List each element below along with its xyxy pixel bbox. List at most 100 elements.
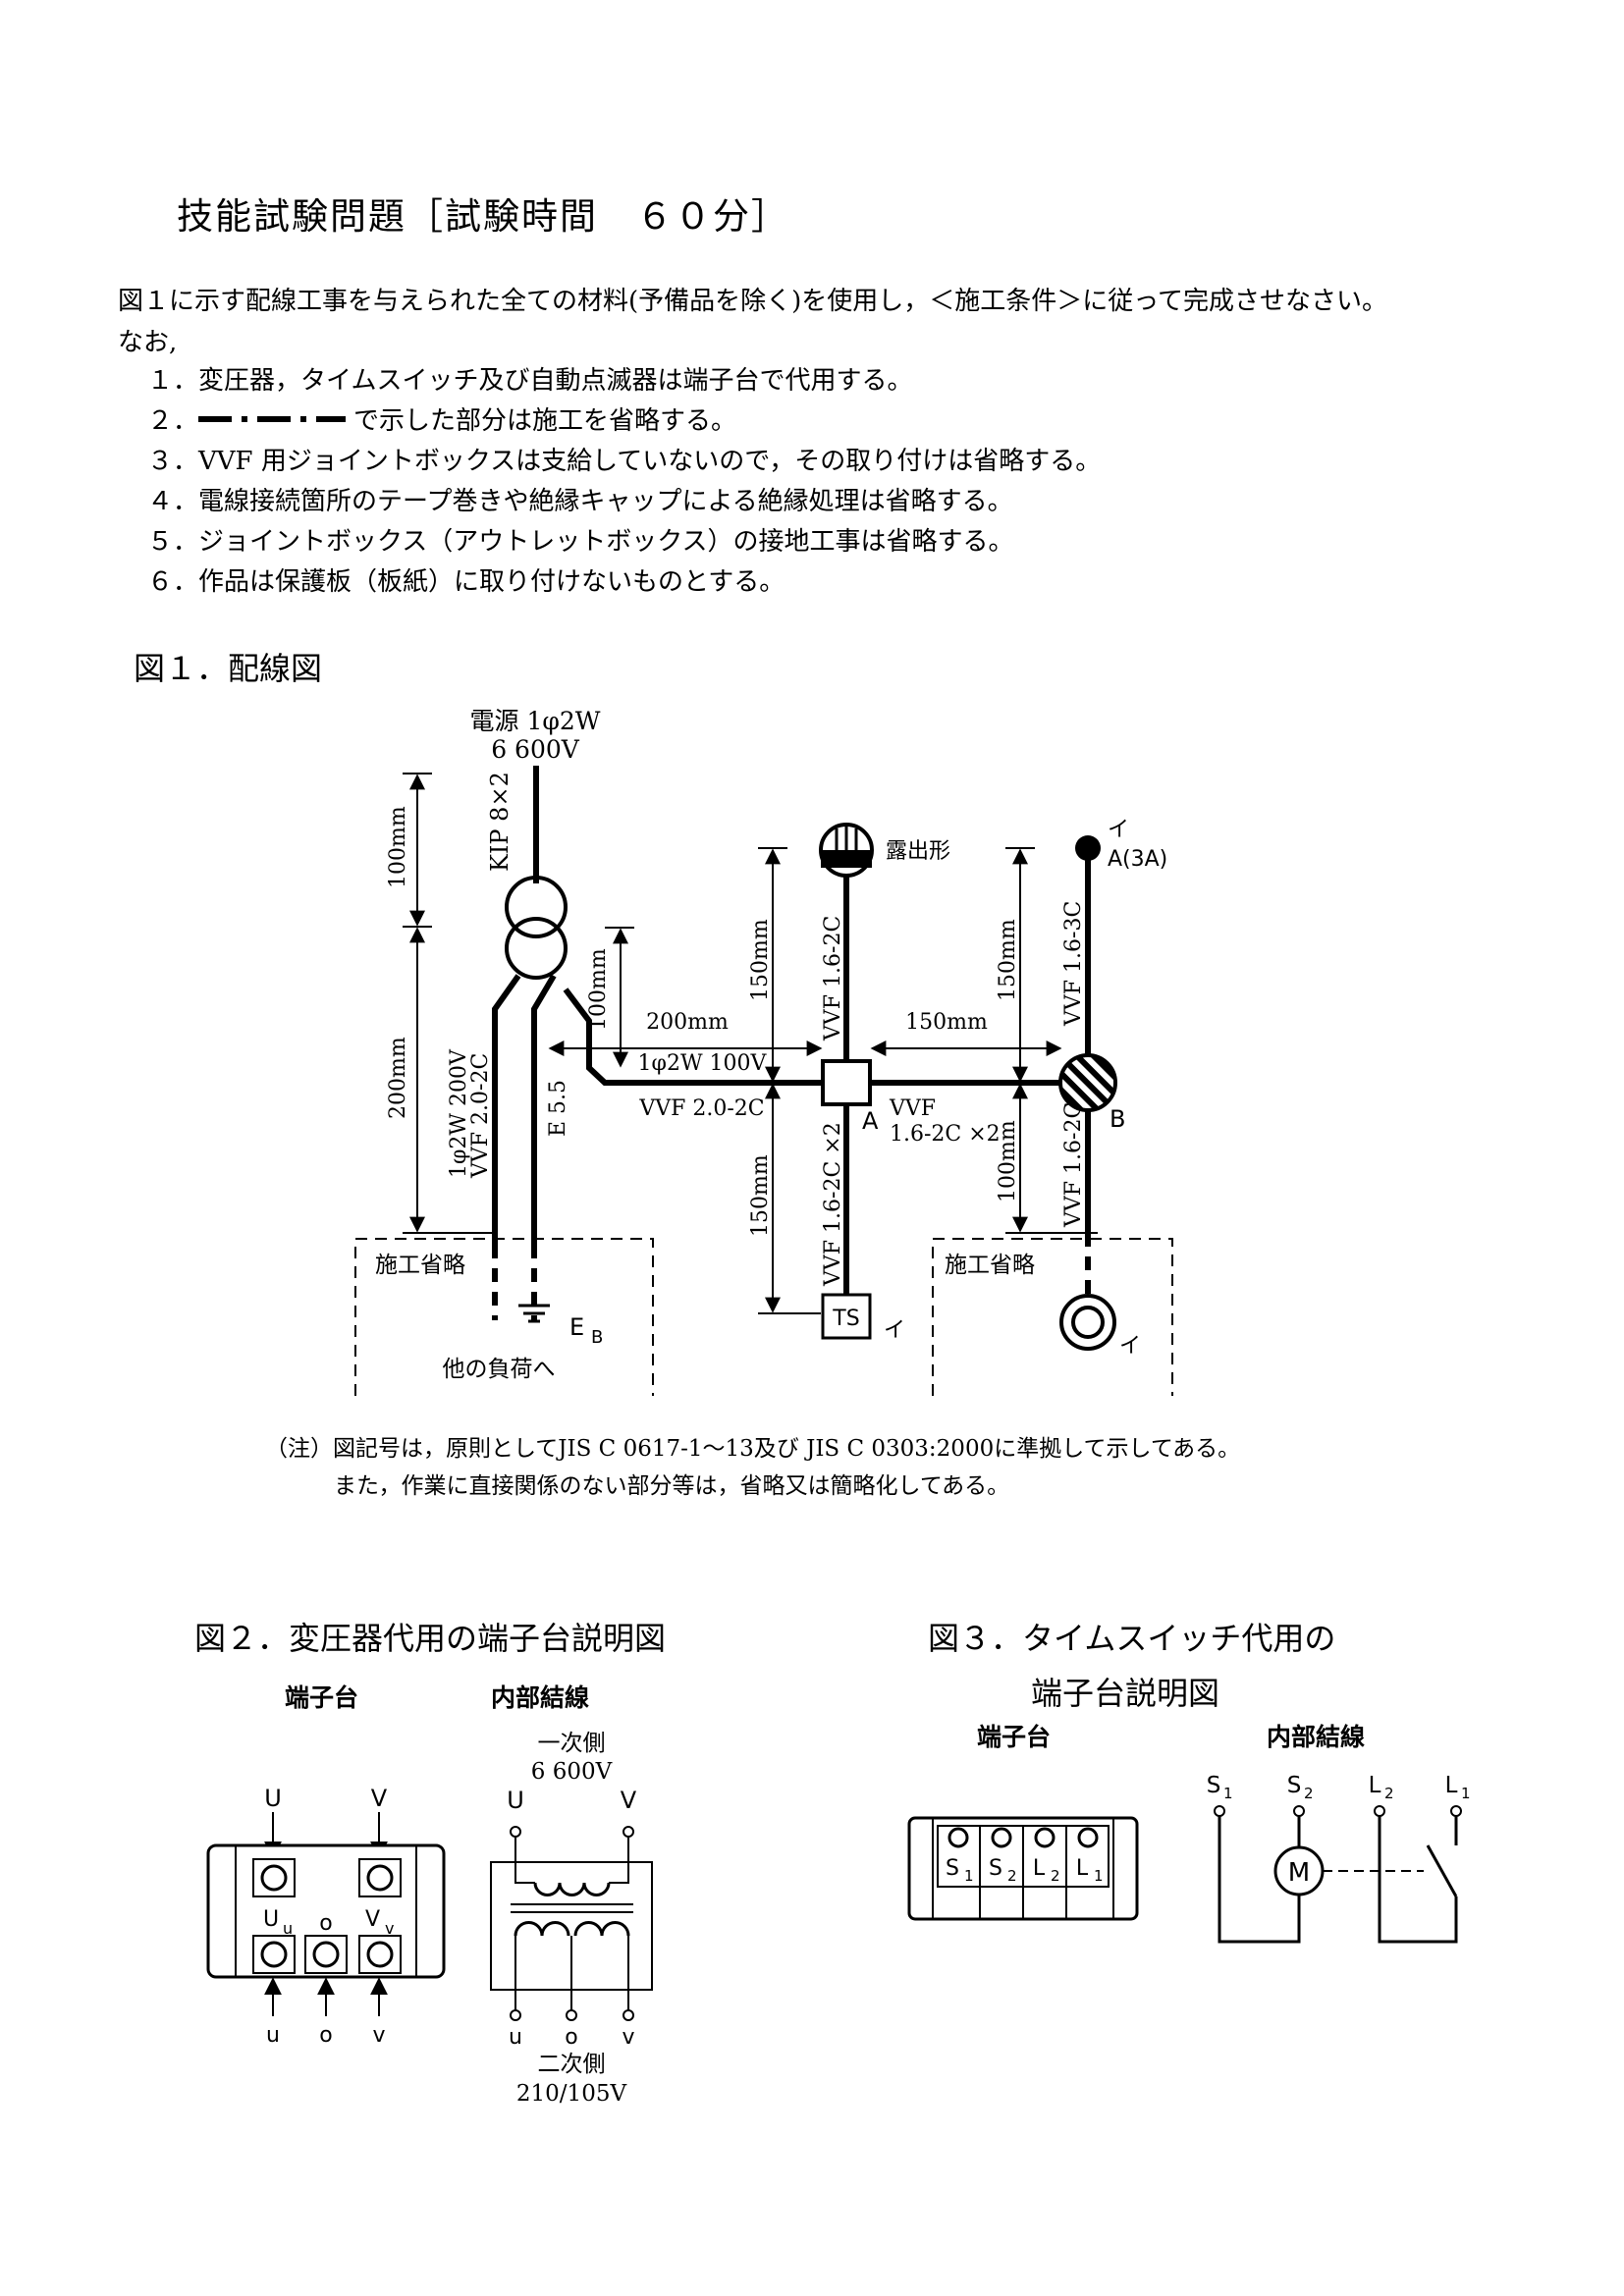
fig3-title-1: 図３．タイムスイッチ代用の bbox=[928, 1620, 1336, 1657]
condition-4: ４．電線接続箇所のテープ巻きや絶縁キャップによる絶縁処理は省略する。 bbox=[147, 487, 1013, 516]
omit-area-left bbox=[354, 1238, 654, 1396]
cable-down-b: VVF 1.6-2C bbox=[1061, 1102, 1086, 1228]
cable-200v-label-2: VVF 2.0-2C bbox=[468, 1053, 493, 1179]
fig2-v2: v bbox=[622, 2025, 634, 2050]
fig2-primary: 一次側 bbox=[538, 1731, 606, 1756]
fig2-Vv-main: V bbox=[365, 1907, 380, 1932]
cable-200v-2 bbox=[531, 974, 557, 1245]
cable-ab-1: VVF bbox=[889, 1096, 936, 1121]
cable-ab-left: VVF 2.0-2C bbox=[638, 1096, 764, 1121]
dash-dot-line-icon bbox=[198, 416, 347, 422]
fig2-title: 図２．変圧器代用の端子台説明図 bbox=[194, 1620, 667, 1657]
dim-150-up-a: 150mm bbox=[748, 919, 773, 1001]
label-b: B bbox=[1110, 1105, 1125, 1133]
condition-3: ３．VVF 用ジョイントボックスは支給していないので，その取り付けは省略する。 bbox=[147, 447, 1102, 476]
omit-right-label: 施工省略 bbox=[945, 1253, 1035, 1278]
terminal-screw-icon bbox=[1077, 1827, 1099, 1848]
terminal-screw-icon bbox=[260, 1864, 288, 1892]
fig2-v-bot: v bbox=[372, 2023, 385, 2048]
pilot-a3a: A(3A) bbox=[1108, 847, 1167, 872]
dim-100-mid: 100mm bbox=[586, 948, 611, 1031]
terminal-screw-icon bbox=[1034, 1827, 1056, 1848]
condition-2-text: で示した部分は施工を省略する。 bbox=[353, 406, 737, 436]
note-line-1: （注）図記号は，原則としてJIS C 0617-1～13及び JIS C 030… bbox=[265, 1436, 1240, 1462]
terminal-screw-icon bbox=[366, 1864, 394, 1892]
ground-label: E 5.5 bbox=[546, 1080, 570, 1137]
fig3-t2-main: S bbox=[989, 1856, 1002, 1881]
fig3-s1-sub: 1 bbox=[1223, 1785, 1233, 1802]
terminal-screw-icon bbox=[260, 1941, 288, 1968]
note-line-2: また，作業に直接関係のない部分等は，省略又は簡略化してある。 bbox=[334, 1473, 1009, 1499]
pilot-lamp-icon bbox=[1075, 835, 1101, 861]
dim-150-horiz: 150mm bbox=[905, 1010, 988, 1035]
power-label-1: 電源 1φ2W bbox=[470, 707, 601, 735]
dim-100-top: 100mm bbox=[386, 806, 410, 888]
terminal-diagrams: 端子台 内部結線 U V U u o V v u o v 一次側 6 600V … bbox=[206, 1683, 1471, 2107]
circuit-label: 1φ2W 100V bbox=[638, 1051, 768, 1076]
fig2-secondary-v: 210/105V bbox=[516, 2081, 627, 2107]
transformer-secondary-icon bbox=[505, 917, 568, 980]
fig3-s2-main: S bbox=[1287, 1773, 1302, 1798]
cable-down-a: VVF 1.6-2C ×2 bbox=[821, 1122, 845, 1287]
dim-200-horiz: 200mm bbox=[646, 1010, 729, 1035]
fig2-u-bot: u bbox=[266, 2023, 280, 2048]
cable-up-b: VVF 1.6-3C bbox=[1061, 901, 1086, 1027]
fig3-s1-main: S bbox=[1207, 1773, 1221, 1798]
fig2-primary-v: 6 600V bbox=[531, 1759, 613, 1785]
cable-100v-ab bbox=[563, 988, 823, 1086]
fig2-V: V bbox=[371, 1785, 388, 1812]
lamp-i: イ bbox=[1119, 1334, 1141, 1359]
dim-150-up-b: 150mm bbox=[996, 919, 1020, 1001]
label-a: A bbox=[862, 1107, 879, 1135]
fig3-t1-main: S bbox=[946, 1856, 959, 1881]
fig3-t1-sub: 1 bbox=[964, 1867, 974, 1885]
transformer-primary-icon bbox=[505, 876, 568, 938]
cable-200v-1 bbox=[492, 974, 521, 1245]
dim-100-down-b: 100mm bbox=[996, 1120, 1020, 1202]
ts-i: イ bbox=[884, 1318, 905, 1343]
dim-200-left: 200mm bbox=[386, 1037, 410, 1119]
cable-up-a: VVF 1.6-2C bbox=[821, 916, 845, 1041]
fig2-V2: V bbox=[621, 1787, 637, 1814]
condition-2-number: ２． bbox=[147, 406, 199, 436]
fig2-U2: U bbox=[507, 1787, 524, 1814]
fig3-l2-sub: 2 bbox=[1384, 1785, 1394, 1802]
conditions-list: １．変圧器，タイムスイッチ及び自動点滅器は端子台で代用する。 ２． で示した部分は… bbox=[147, 361, 1101, 603]
fig3-title-2: 端子台説明図 bbox=[1031, 1675, 1220, 1712]
fig2-col1: 端子台 bbox=[285, 1683, 358, 1712]
condition-2: ２． で示した部分は施工を省略する。 bbox=[147, 401, 1101, 442]
cable-ab-2: 1.6-2C ×2 bbox=[890, 1122, 1001, 1147]
primary-coil-icon bbox=[533, 1882, 611, 1896]
junction-box-a bbox=[821, 1059, 872, 1106]
fig2-Uu-main: U bbox=[263, 1907, 279, 1932]
fig3-col1: 端子台 bbox=[977, 1723, 1051, 1751]
page-title: 技能試験問題［試験時間 ６０分］ bbox=[177, 195, 789, 238]
eb-b: B bbox=[591, 1327, 603, 1348]
terminal-screw-icon bbox=[312, 1941, 340, 1968]
fig2-col2: 内部結線 bbox=[491, 1683, 589, 1712]
fig2-secondary: 二次側 bbox=[538, 2052, 606, 2077]
terminal-screw-icon bbox=[991, 1827, 1012, 1848]
fig1-title: 図１．配線図 bbox=[134, 650, 323, 687]
junction-box-b bbox=[1058, 1053, 1117, 1112]
fig2-Uu-sub: u bbox=[283, 1919, 293, 1938]
ts-label: TS bbox=[832, 1307, 859, 1331]
motor-label: M bbox=[1288, 1858, 1310, 1888]
terminal-screw-icon bbox=[947, 1827, 969, 1848]
fig3-t3-main: L bbox=[1033, 1856, 1046, 1881]
intro-line-2: なお, bbox=[118, 328, 178, 357]
lamp-label: 露出形 bbox=[886, 839, 950, 864]
fig2-o-mid: o bbox=[319, 1911, 332, 1936]
intro-line-1: 図１に示す配線工事を与えられた全ての材料(予備品を除く)を使用し，＜施工条件＞に… bbox=[118, 287, 1387, 316]
omit-left-label: 施工省略 bbox=[375, 1253, 465, 1278]
condition-1: １．変圧器，タイムスイッチ及び自動点滅器は端子台で代用する。 bbox=[147, 366, 913, 396]
pilot-i: イ bbox=[1108, 818, 1129, 842]
fig3-t2-sub: 2 bbox=[1007, 1867, 1017, 1885]
fig3-l1-main: L bbox=[1445, 1773, 1458, 1798]
fig3-t3-sub: 2 bbox=[1051, 1867, 1060, 1885]
secondary-coil-icon bbox=[514, 1921, 630, 1937]
fig3-l1-sub: 1 bbox=[1461, 1785, 1471, 1802]
intro-text: 図１に示す配線工事を与えられた全ての材料(予備品を除く)を使用し，＜施工条件＞に… bbox=[118, 281, 1532, 363]
condition-6: ６．作品は保護板（板紙）に取り付けないものとする。 bbox=[147, 567, 785, 597]
fig2-o-bot: o bbox=[319, 2023, 332, 2048]
